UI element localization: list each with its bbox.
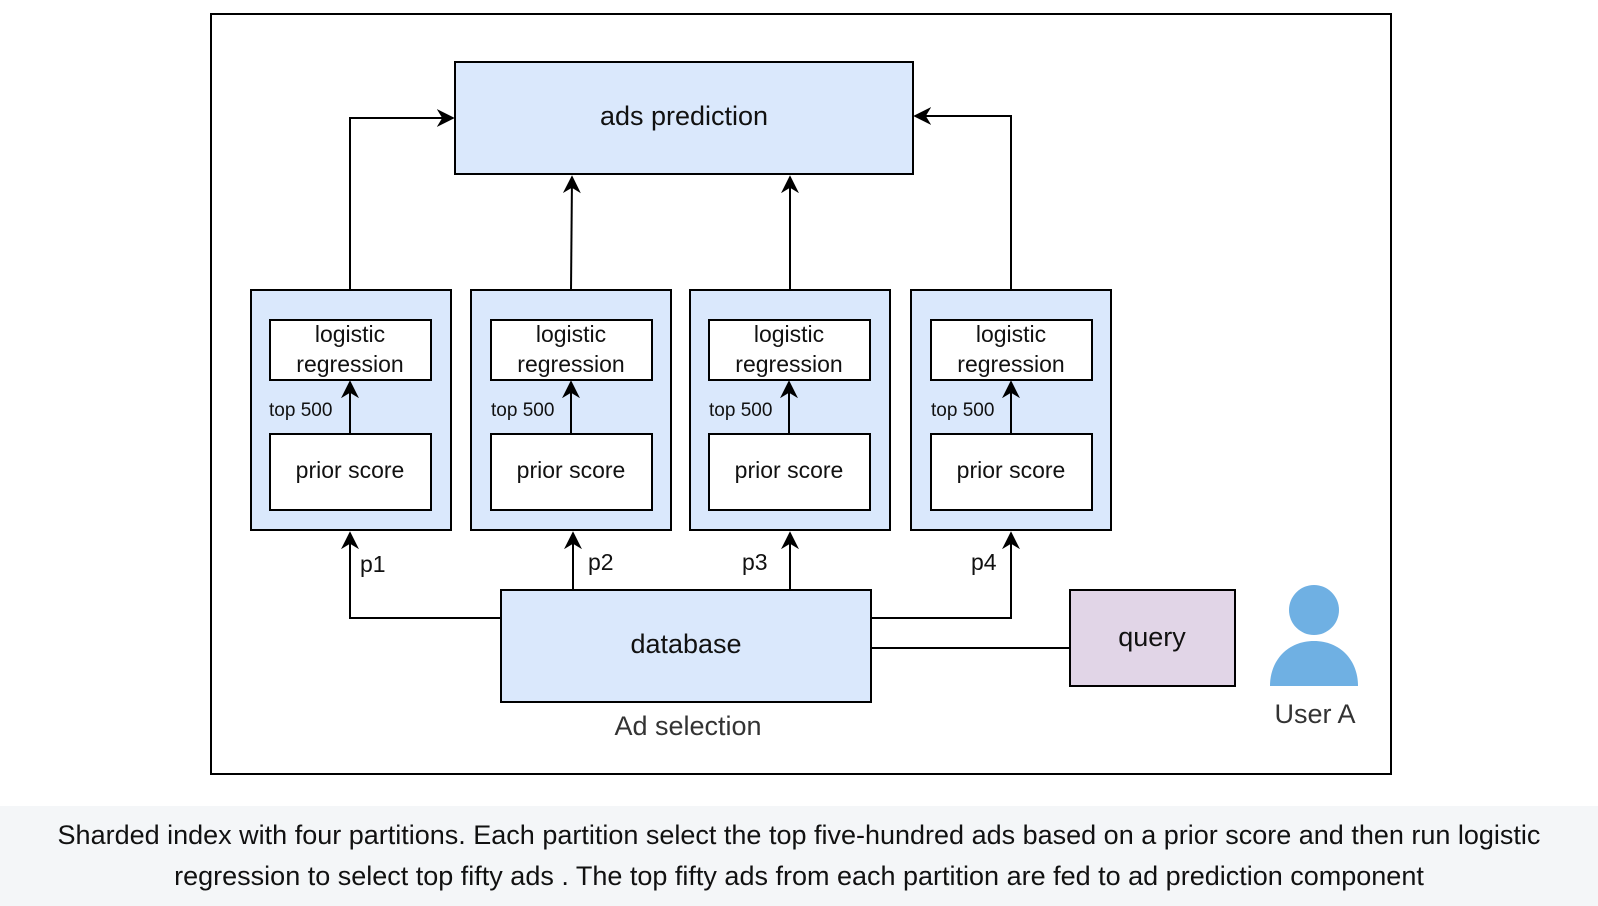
arrow-database-to-partition-1 xyxy=(341,531,501,619)
edge-label-p3: p3 xyxy=(742,549,768,575)
partition-3-score-box xyxy=(708,433,871,511)
edge-label-p2: p2 xyxy=(588,549,614,575)
database-label: database xyxy=(630,629,741,659)
arrow-partition-1-to-prediction xyxy=(349,109,455,290)
partition-4: logistic regression prior score top 500 xyxy=(910,289,1112,531)
database-node: database xyxy=(500,589,872,703)
ads-prediction-label: ads prediction xyxy=(600,101,768,131)
partition-2-score-box xyxy=(490,433,653,511)
edge-label-p4: p4 xyxy=(971,549,997,575)
ads-prediction-node: ads prediction xyxy=(454,61,914,175)
partition-3-filter-label: top 500 xyxy=(709,400,772,421)
partition-3-model-label-line2: regression xyxy=(735,351,842,377)
partition-1-model-label-line1: logistic xyxy=(315,321,385,347)
figure-caption: Sharded index with four partitions. Each… xyxy=(57,820,1541,891)
partition-3-model-label-line1: logistic xyxy=(754,321,824,347)
partition-3-score-label: prior score xyxy=(735,457,844,483)
arrow-partition-2-to-prediction xyxy=(562,175,581,291)
partition-1-score-label: prior score xyxy=(296,457,405,483)
query-node: query xyxy=(1069,589,1236,687)
partition-4-filter-label: top 500 xyxy=(931,400,994,421)
partition-4-model-label-line1: logistic xyxy=(976,321,1046,347)
partition-2-model-box xyxy=(490,319,653,381)
partition-3-model-box xyxy=(708,319,871,381)
partition-4-score-label: prior score xyxy=(957,457,1066,483)
partition-2-score-label: prior score xyxy=(517,457,626,483)
partition-4-model-box xyxy=(930,319,1093,381)
arrow-database-to-partition-4 xyxy=(871,531,1020,619)
partition-1: logistic regression prior score top 500 xyxy=(250,289,452,531)
user-label: User A xyxy=(1274,699,1355,729)
partition-1-model-label-line2: regression xyxy=(296,351,403,377)
user-icon xyxy=(1270,585,1358,686)
partition-3: logistic regression prior score top 500 xyxy=(689,289,891,531)
partition-2-model-label-line1: logistic xyxy=(536,321,606,347)
partition-1-model-box xyxy=(269,319,432,381)
arrow-partition-4-to-prediction xyxy=(913,107,1012,290)
partition-2: logistic regression prior score top 500 xyxy=(470,289,672,531)
sharded-index-diagram: ads prediction logistic regression prior… xyxy=(210,13,1392,775)
edge-label-p1: p1 xyxy=(360,551,386,577)
query-label: query xyxy=(1118,622,1186,652)
partition-1-score-box xyxy=(269,433,432,511)
ad-selection-label: Ad selection xyxy=(614,711,761,741)
caption-bar: Sharded index with four partitions. Each… xyxy=(0,806,1598,906)
partition-2-model-label-line2: regression xyxy=(517,351,624,377)
partition-4-model-label-line2: regression xyxy=(957,351,1064,377)
partition-1-filter-label: top 500 xyxy=(269,400,332,421)
partition-4-score-box xyxy=(930,433,1093,511)
partition-2-filter-label: top 500 xyxy=(491,400,554,421)
